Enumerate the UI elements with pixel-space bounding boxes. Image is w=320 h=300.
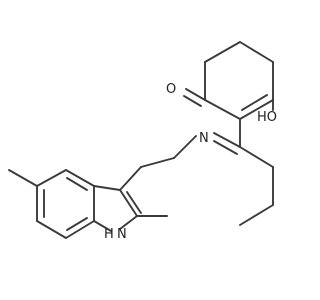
- imine-propyl-chain: [119, 118, 274, 226]
- atom-labels: O HO N N H: [104, 82, 277, 242]
- indole-c7-c7a-double-bond: [66, 217, 88, 231]
- n-ethyl-bond-2: [140, 157, 175, 168]
- indole-system: [8, 169, 168, 239]
- c5-methyl-bond: [8, 169, 38, 187]
- ring-bond-c5-c6: [204, 99, 241, 120]
- indole-nh-hydrogen-label: H: [104, 227, 114, 242]
- structure-canvas: O HO N N H: [8, 41, 278, 242]
- indole-n1-c7a-bond: [93, 220, 112, 232]
- ring-double-bond-c4-c5: [241, 94, 268, 111]
- indole-c3a-c4-bond: [65, 169, 95, 187]
- ethyl-to-indole-bond: [119, 166, 142, 191]
- propyl-bond-1: [239, 146, 274, 168]
- indole-c2-n1-bond: [119, 215, 138, 230]
- indole-c3-c3a-bond: [93, 185, 121, 191]
- imine-double-bond-a: [213, 132, 241, 148]
- ketone-double-bond-b: [183, 95, 202, 107]
- indole-c7-c7a-bond: [65, 220, 95, 239]
- indole-c3a-c4-double-bond: [66, 177, 88, 191]
- cyclohexenone-ring: [183, 41, 274, 120]
- imine-nitrogen-label: N: [199, 131, 209, 146]
- ketone-double-bond-a: [185, 88, 206, 101]
- n-ethyl-bond-1: [173, 135, 197, 159]
- hydroxyl-label: HO: [257, 110, 277, 125]
- indole-nh-nitrogen-label: N: [117, 227, 127, 242]
- chemical-structure-drawing: O HO N N H: [8, 41, 277, 242]
- ring-bond-c1-c2: [204, 41, 241, 63]
- ring-bond-c4-c5: [239, 99, 274, 120]
- indole-c3-c2-double-bond: [126, 191, 142, 214]
- ring-bond-c2-c3: [239, 41, 274, 63]
- imine-double-bond-b: [213, 140, 238, 155]
- indole-c4-c5-bond: [36, 169, 67, 187]
- ketone-oxygen-label: O: [166, 82, 176, 97]
- indole-c6-c7-bond: [36, 220, 67, 239]
- indole-c3-c2-bond: [119, 189, 138, 217]
- propyl-bond-3: [239, 204, 274, 226]
